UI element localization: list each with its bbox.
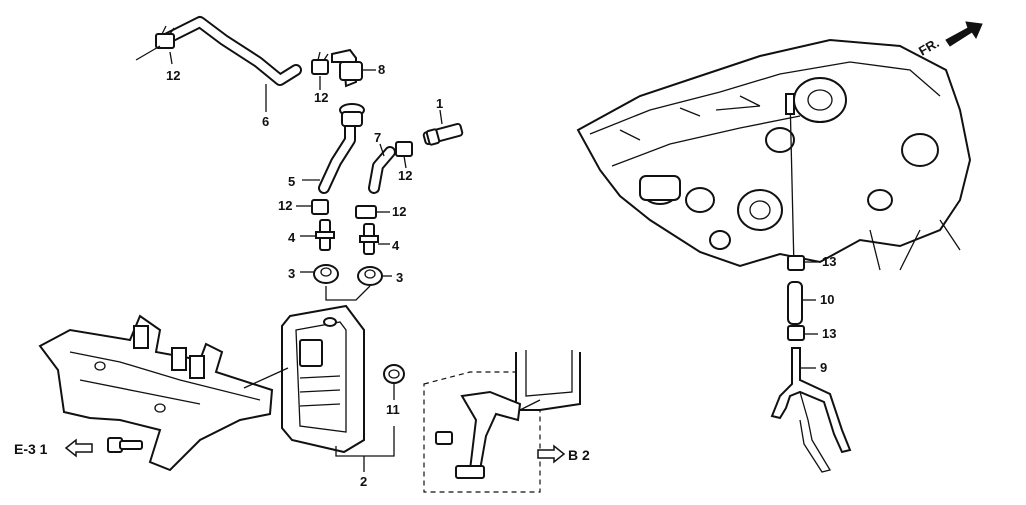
label-13: 13	[822, 254, 836, 269]
grommet-3-right	[357, 266, 383, 286]
label-3: 3	[396, 270, 403, 285]
pipe-4-left	[315, 219, 335, 251]
label-12: 12	[392, 204, 406, 219]
clamp-13-lower	[787, 325, 805, 341]
label-4: 4	[392, 238, 400, 253]
label-5: 5	[288, 174, 295, 189]
label-12: 12	[314, 90, 328, 105]
label-12: 12	[166, 68, 180, 83]
pipe-9	[770, 347, 852, 473]
bracket	[38, 314, 274, 472]
label-11: 11	[386, 402, 400, 417]
clip-12-upper-mid	[311, 51, 329, 75]
hose-5	[318, 103, 365, 194]
clip-12-upper-left	[155, 25, 175, 49]
front-direction-arrow	[945, 21, 983, 47]
ref-label-left: E-3 1	[14, 441, 48, 457]
pipe-4-right	[359, 223, 379, 255]
label-1: 1	[436, 96, 443, 111]
label-2: 2	[360, 474, 367, 489]
label-3: 3	[288, 266, 295, 281]
clip-12-mid-right	[355, 205, 377, 219]
hose-6	[162, 16, 302, 86]
ref-label-right: B 2	[568, 447, 590, 463]
fitting-8	[331, 48, 363, 88]
front-direction-label: FR.	[916, 35, 942, 58]
label-10: 10	[820, 292, 834, 307]
clamp-13-upper	[787, 255, 805, 271]
label-9: 9	[820, 360, 827, 375]
hose-7	[368, 146, 396, 194]
ring-11	[383, 364, 405, 384]
grommet-3-left	[313, 264, 339, 284]
tank-2	[281, 304, 365, 454]
label-8: 8	[378, 62, 385, 77]
bolt-1	[422, 122, 464, 146]
label-7: 7	[374, 130, 381, 145]
detail-view	[423, 350, 581, 493]
vertical-line-engine	[785, 93, 795, 269]
clip-12-right-upper	[395, 141, 413, 157]
label-6: 6	[262, 114, 269, 129]
clip-12-mid-left	[311, 199, 329, 215]
ref-arrow-right	[537, 444, 566, 464]
bolt-left	[107, 437, 143, 453]
ref-arrow-left	[64, 438, 93, 458]
engine-assembly	[576, 38, 972, 271]
label-12: 12	[278, 198, 292, 213]
label-4: 4	[288, 230, 296, 245]
hose-10	[787, 281, 803, 325]
label-12: 12	[398, 168, 412, 183]
label-13: 13	[822, 326, 836, 341]
